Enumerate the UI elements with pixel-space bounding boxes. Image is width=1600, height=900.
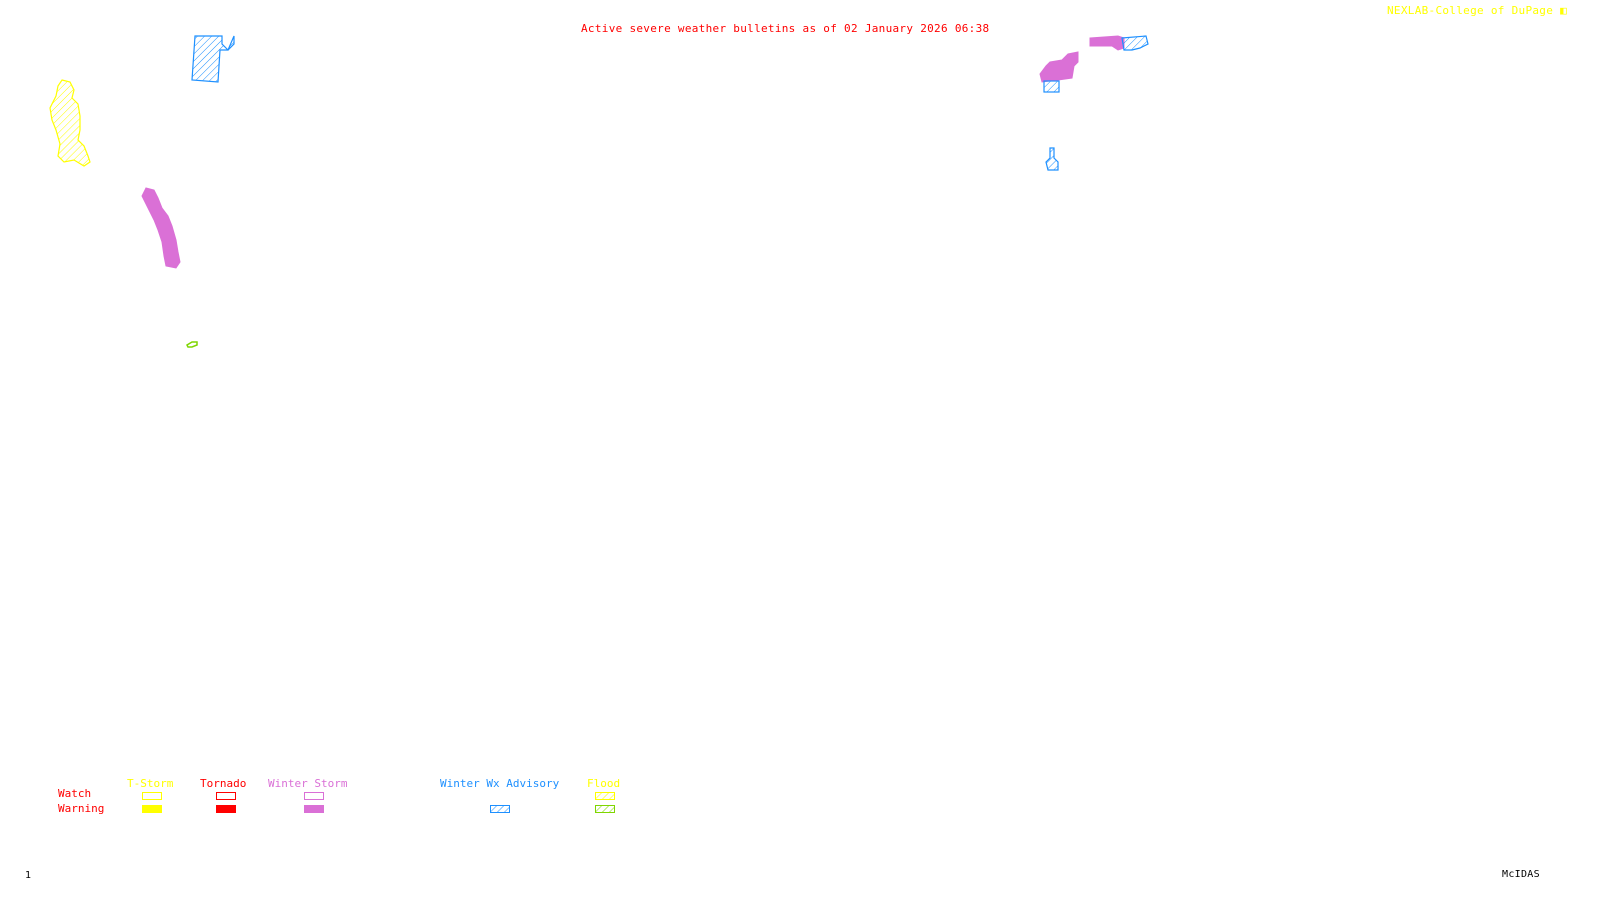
winter-wx-advisory-area[interactable] [191,35,235,83]
map-title: Active severe weather bulletins as of 02… [581,22,990,35]
legend-warning-label: Warning [58,802,105,815]
legend-tstorm-watch-swatch [142,792,162,800]
legend-winter-storm-label: Winter Storm [268,777,348,790]
software-label: McIDAS [1502,869,1540,880]
winter-storm-warning-area[interactable] [1089,35,1125,51]
legend-flood-label: Flood [587,777,621,790]
legend-watch-label: Watch [58,787,92,800]
legend-tornado-warning-swatch [216,805,236,813]
legend-tstorm-label: T-Storm [127,777,174,790]
logo-icon: ◧ [1560,4,1568,17]
winter-wx-advisory-area[interactable] [1043,80,1060,93]
credit-label: NEXLAB-College of DuPage ◧ [1387,5,1567,17]
legend-winter-storm-watch-swatch [304,792,324,800]
credit-text: NEXLAB-College of DuPage [1387,4,1554,17]
flood-watch-area[interactable] [49,79,91,167]
winter-storm-warning-area[interactable] [141,187,181,269]
legend-flood-watch-swatch [595,792,615,800]
winter-wx-advisory-area[interactable] [1045,147,1059,171]
legend-tornado-watch-swatch [216,792,236,800]
legend-tornado-label: Tornado [200,777,247,790]
flood-warning-area[interactable] [186,341,198,348]
winter-storm-warning-area[interactable] [1039,51,1079,83]
legend-winter-wx-advisory-swatch [490,805,510,813]
frame-number: 1 [25,870,32,881]
legend-winter-wx-advisory-label: Winter Wx Advisory [440,777,560,790]
winter-wx-advisory-area[interactable] [1121,35,1149,51]
legend-tstorm-warning-swatch [142,805,162,813]
legend-winter-storm-warning-swatch [304,805,324,813]
legend-flood-warning-swatch [595,805,615,813]
